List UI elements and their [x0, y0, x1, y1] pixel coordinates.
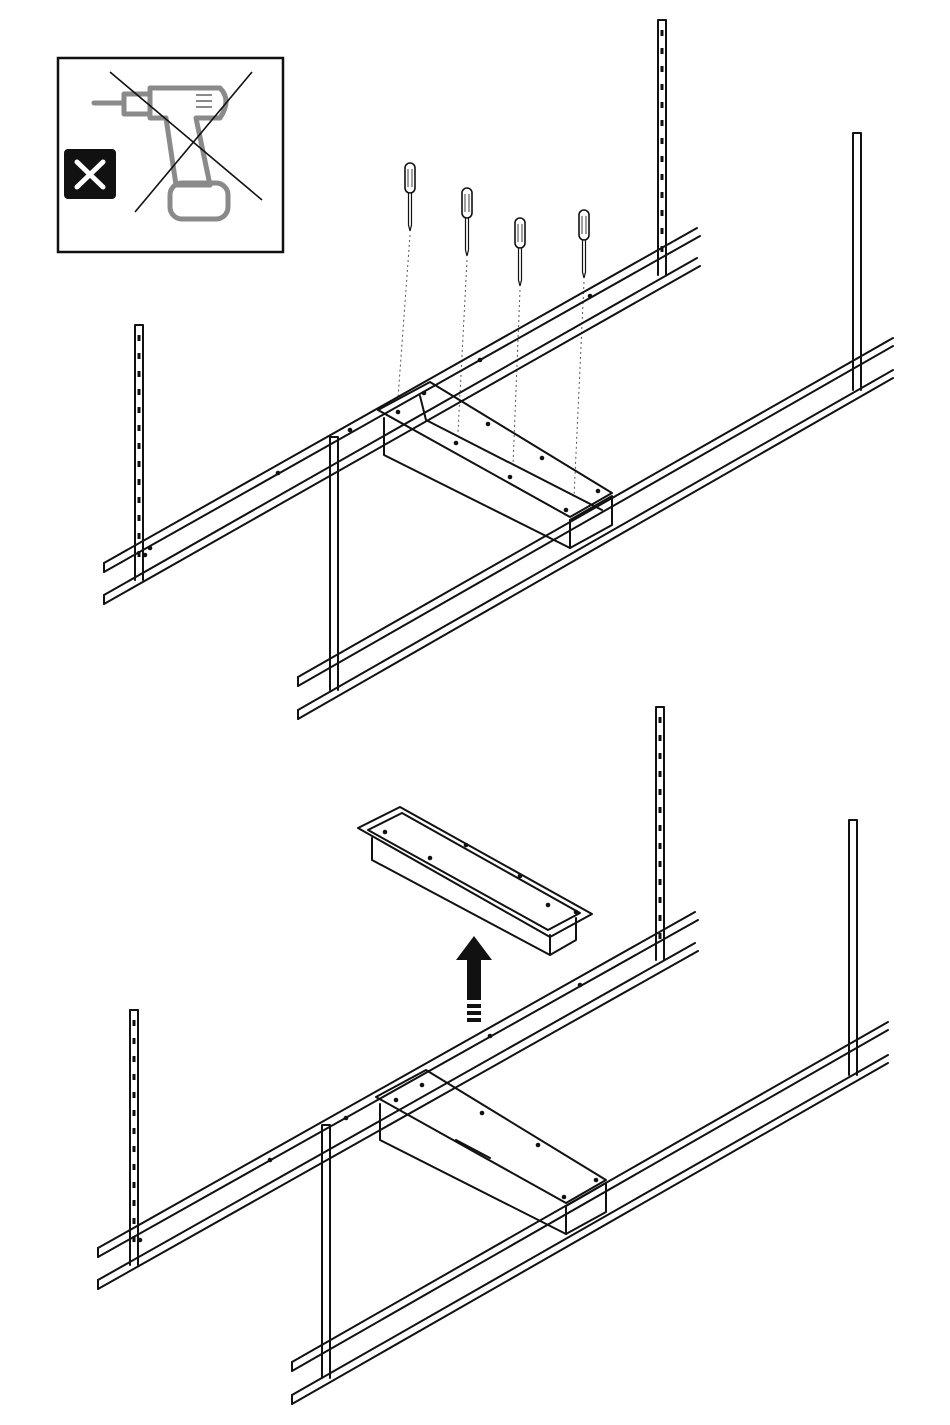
mounting-hole [396, 410, 401, 415]
mounting-hole [596, 489, 601, 494]
mounting-hole [578, 983, 583, 988]
post-slot [659, 897, 662, 903]
post-slot [661, 84, 664, 90]
mounting-hole [574, 910, 579, 915]
mounting-hole [536, 1143, 541, 1148]
post-slot [133, 1218, 136, 1224]
cable-tray-part [358, 807, 592, 955]
mounting-hole [454, 441, 459, 446]
post-slot [659, 879, 662, 885]
mounting-hole [143, 553, 148, 558]
post-slot [138, 371, 141, 377]
mounting-hole [394, 1098, 399, 1103]
frame-bottom [98, 707, 888, 1404]
post-slot [659, 807, 662, 813]
post-slot [661, 120, 664, 126]
post-slot [138, 533, 141, 539]
post-slot [138, 443, 141, 449]
post-slot [661, 174, 664, 180]
mounting-hole [464, 843, 469, 848]
mounting-hole [383, 830, 388, 835]
post-slot [138, 389, 141, 395]
post-slot [661, 48, 664, 54]
guide-line [513, 290, 520, 465]
mounting-hole [148, 546, 153, 551]
post-slot [661, 66, 664, 72]
mounting-hole [540, 456, 545, 461]
post-slot [659, 843, 662, 849]
post-slot [661, 138, 664, 144]
screwdrivers-group [398, 163, 589, 497]
mounting-hole [508, 475, 513, 480]
post-slot [133, 1020, 136, 1026]
post-slot [133, 1200, 136, 1206]
post-slot [659, 915, 662, 921]
post-slot [661, 156, 664, 162]
post-slot [133, 1236, 136, 1242]
mounting-hole [344, 1116, 349, 1121]
post-slot [138, 515, 141, 521]
mounting-hole [268, 1158, 273, 1163]
guide-line [574, 282, 584, 497]
mounting-hole [518, 874, 523, 879]
mounting-hole [420, 1083, 425, 1088]
post-slot [138, 479, 141, 485]
post-slot [661, 228, 664, 234]
post-slot [133, 1038, 136, 1044]
post-slot [661, 30, 664, 36]
mounting-hole [562, 1195, 567, 1200]
post-slot [138, 497, 141, 503]
post-slot [661, 102, 664, 108]
screwdriver-icon [462, 188, 472, 256]
post-slot [659, 933, 662, 939]
post-slot [659, 717, 662, 723]
post-slot [659, 735, 662, 741]
cross-icon [64, 149, 116, 199]
post-slot [659, 825, 662, 831]
mounting-hole [486, 422, 491, 427]
post-slot [138, 461, 141, 467]
post-slot [659, 861, 662, 867]
screwdriver-icon [405, 163, 415, 231]
mounting-hole [564, 508, 569, 513]
post-slot [133, 1146, 136, 1152]
arrow-up-icon [456, 936, 492, 1022]
mounting-hole [480, 1111, 485, 1116]
post-slot [661, 246, 664, 252]
guide-line [398, 235, 410, 398]
post-slot [138, 407, 141, 413]
no-power-drill-warning [58, 58, 283, 252]
post-slot [138, 353, 141, 359]
mounting-hole [478, 358, 483, 363]
mounting-hole [276, 471, 281, 476]
screwdriver-icon [579, 210, 589, 278]
mounting-hole [594, 1178, 599, 1183]
post-slot [138, 551, 141, 557]
mounting-hole [428, 856, 433, 861]
mounting-hole [488, 1034, 493, 1039]
mounting-hole [546, 903, 551, 908]
post-slot [133, 1056, 136, 1062]
mounting-hole [422, 391, 427, 396]
mounting-hole [348, 428, 353, 433]
post-slot [133, 1128, 136, 1134]
post-slot [133, 1074, 136, 1080]
mounting-hole [138, 1238, 143, 1243]
post-slot [661, 210, 664, 216]
mounting-hole [588, 294, 593, 299]
post-slot [133, 1164, 136, 1170]
post-slot [133, 1092, 136, 1098]
post-slot [133, 1110, 136, 1116]
post-slot [138, 425, 141, 431]
post-slot [659, 789, 662, 795]
post-slot [659, 753, 662, 759]
screwdriver-icon [515, 218, 525, 286]
post-slot [138, 335, 141, 341]
post-slot [661, 192, 664, 198]
guide-line [458, 260, 467, 432]
post-slot [133, 1182, 136, 1188]
post-slot [659, 771, 662, 777]
